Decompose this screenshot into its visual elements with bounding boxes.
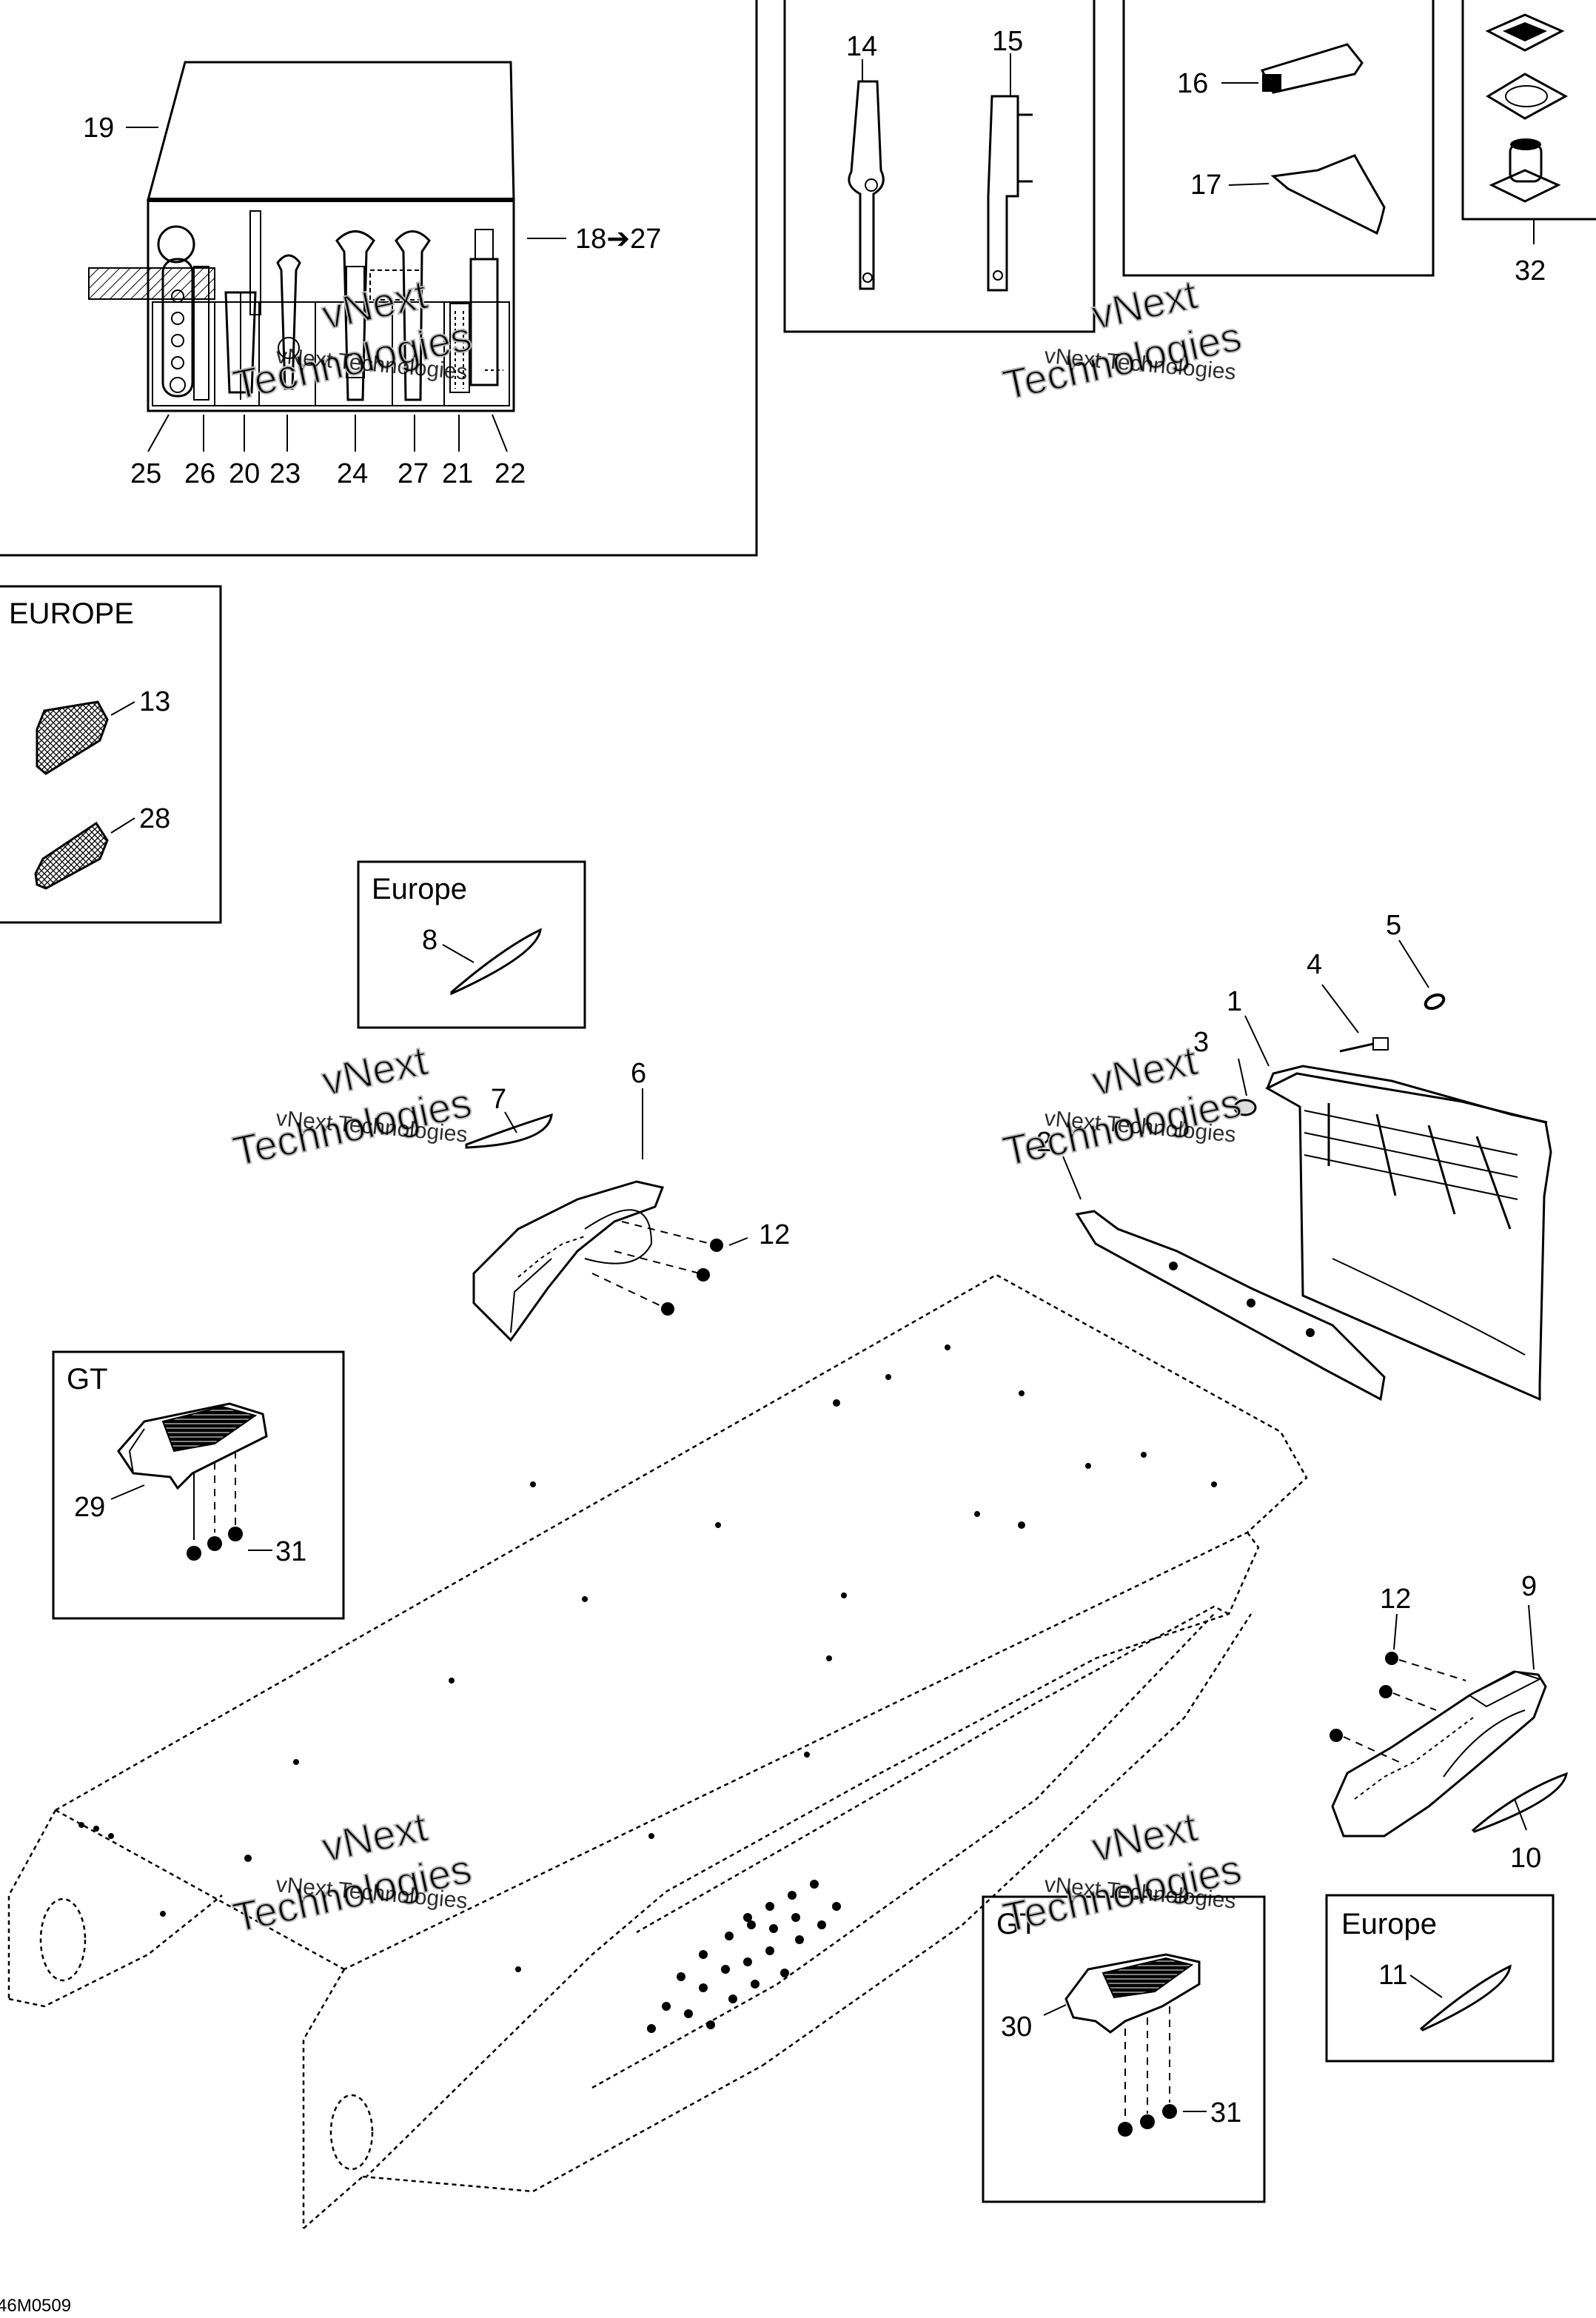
callout-9: 9 xyxy=(1521,1571,1537,1602)
callout-8: 8 xyxy=(422,925,437,956)
callout-30: 30 xyxy=(1001,2011,1032,2043)
callout-3: 3 xyxy=(1193,1027,1209,1058)
callout-22: 22 xyxy=(494,458,526,489)
callout-25: 25 xyxy=(130,458,161,489)
callout-5: 5 xyxy=(1386,910,1401,941)
callout-12-upper: 12 xyxy=(759,1219,790,1250)
callout-17: 17 xyxy=(1190,170,1221,201)
callout-29: 29 xyxy=(74,1492,105,1523)
gt-box-left-title: GT xyxy=(67,1363,108,1396)
callout-13: 13 xyxy=(139,686,170,717)
gt-box-left: GT 29 31 xyxy=(52,1350,345,1620)
callout-26: 26 xyxy=(184,458,215,489)
rear-flap: 1 2 3 4 5 xyxy=(1036,910,1552,1401)
gt-box-right: GT 30 31 xyxy=(982,1895,1266,2203)
callout-14: 14 xyxy=(846,31,877,62)
document-code: 46M0509 xyxy=(0,2296,71,2316)
europe-reflector-box: EUROPE 13 28 xyxy=(0,585,222,924)
europe-box-8: Europe 8 xyxy=(357,860,586,1029)
callout-6: 6 xyxy=(631,1058,646,1089)
gt-box-right-title: GT xyxy=(996,1908,1038,1940)
callout-2: 2 xyxy=(1036,1127,1052,1158)
watermark-6: vNext Technologies vNext Technologies xyxy=(998,1802,1246,1941)
callout-15: 15 xyxy=(992,26,1023,57)
toolkit-panel: 19 18➔27 25 26 20 23 24 27 21 22 xyxy=(0,0,758,557)
europe-box-title: EUROPE xyxy=(9,597,134,630)
tunnel xyxy=(7,1273,1308,2229)
callout-31-right: 31 xyxy=(1210,2097,1241,2128)
europe-box-11: Europe 11 xyxy=(1325,1894,1555,2063)
callout-4: 4 xyxy=(1307,949,1322,980)
callout-21: 21 xyxy=(442,458,473,489)
left-footrest: 6 7 12 xyxy=(465,1058,790,1342)
europe-box-8-title: Europe xyxy=(372,873,467,905)
callout-24: 24 xyxy=(337,458,368,489)
mount-panel: 32 xyxy=(1461,0,1596,287)
callout-28: 28 xyxy=(139,803,170,834)
clip-panel: 16 17 xyxy=(1122,0,1435,277)
callout-31-left: 31 xyxy=(275,1536,306,1567)
right-footrest: 12 9 10 xyxy=(1330,1571,1568,1874)
callout-32: 32 xyxy=(1515,255,1546,287)
tunnel-hole-grid xyxy=(647,1880,841,2033)
watermark-3: vNext Technologies vNext Technologies xyxy=(228,1036,476,1175)
callout-10: 10 xyxy=(1510,1843,1541,1874)
callout-27: 27 xyxy=(398,458,429,489)
callout-18-27: 18➔27 xyxy=(575,224,661,255)
watermark-1: vNext Technologies vNext Technologies xyxy=(228,269,476,409)
callout-7: 7 xyxy=(491,1084,506,1115)
callout-11: 11 xyxy=(1378,1960,1407,1991)
callout-12-lower: 12 xyxy=(1380,1584,1411,1615)
tunnel-holes xyxy=(78,1344,1217,1972)
callout-1: 1 xyxy=(1227,986,1242,1017)
bracket-panel: 14 15 xyxy=(783,0,1096,333)
callout-23: 23 xyxy=(269,458,301,489)
callout-19: 19 xyxy=(83,113,114,144)
watermark-2: vNext Technologies vNext Technologies xyxy=(998,269,1246,409)
watermark-5: vNext Technologies vNext Technologies xyxy=(228,1802,476,1941)
europe-box-11-title: Europe xyxy=(1341,1908,1437,1940)
callout-20: 20 xyxy=(229,458,260,489)
callout-16: 16 xyxy=(1177,68,1208,99)
